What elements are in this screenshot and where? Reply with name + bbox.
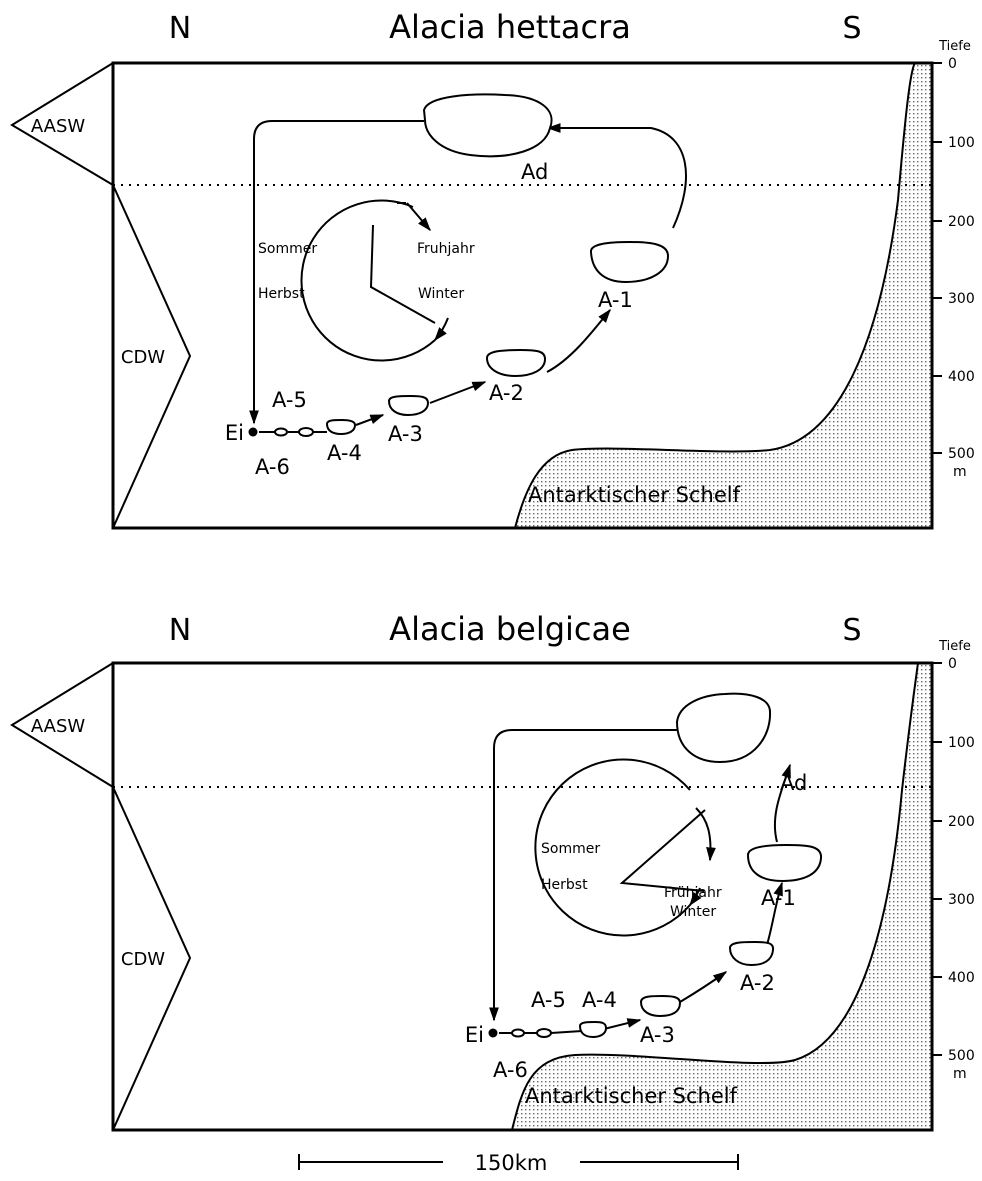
season-spring: Frühjahr [664, 885, 722, 901]
season-summer: Sommer [541, 841, 600, 857]
depth-axis-title: Tiefe [938, 639, 971, 654]
depth-unit: m [953, 1066, 967, 1082]
cdw-label: CDW [121, 347, 165, 368]
stage-shapes [511, 692, 822, 1039]
depth-tick-label: 200 [948, 814, 975, 830]
depth-ticks [932, 62, 942, 454]
depth-tick-label: 0 [948, 56, 957, 72]
season-summer: Sommer [258, 241, 317, 257]
section-frame [111, 661, 934, 1132]
migration-path [249, 120, 687, 433]
panel-hettacra: N Alacia hettacra S AASW CDW Tiefe 0 100… [10, 8, 975, 530]
depth-tick-label: 500 [948, 446, 975, 462]
aasw-label: AASW [31, 116, 86, 137]
egg-dot [248, 427, 258, 437]
stage-label-a1: A-1 [598, 288, 633, 312]
a4-shape [578, 1020, 608, 1039]
depth-tick-label: 400 [948, 369, 975, 385]
adult-shape [675, 692, 772, 764]
species-title: Alacia hettacra [389, 8, 631, 46]
stage-label-a5: A-5 [531, 988, 566, 1012]
cdw-profile [112, 786, 192, 1131]
season-winter: Winter [418, 286, 464, 302]
shelf-outline [511, 662, 919, 1131]
stage-label-adult: Ad [780, 771, 807, 795]
stage-label-a6: A-6 [493, 1058, 528, 1082]
season-autumn: Herbst [541, 877, 588, 893]
stage-label-a5: A-5 [272, 388, 307, 412]
stage-shapes [274, 93, 670, 437]
panel-belgicae: N Alacia belgicae S AASW CDW Tiefe 0 100… [10, 610, 975, 1132]
depth-tick-label: 400 [948, 970, 975, 986]
scale-bar-label: 150km [475, 1151, 548, 1175]
depth-tick-label: 100 [948, 735, 975, 751]
cdw-label: CDW [121, 949, 165, 970]
shelf-label: Antarktischer Schelf [525, 1084, 738, 1108]
adult-shape [422, 93, 553, 158]
south-label: S [842, 613, 861, 648]
season-autumn: Herbst [258, 286, 305, 302]
section-frame [111, 61, 934, 530]
species-title: Alacia belgicae [389, 610, 631, 648]
aasw-profile [10, 662, 114, 788]
cdw-profile [112, 184, 192, 529]
stage-label-a2: A-2 [489, 381, 524, 405]
depth-tick-label: 0 [948, 656, 957, 672]
a5-shape [298, 427, 314, 437]
stage-label-egg: Ei [225, 421, 244, 445]
aasw-profile [10, 62, 114, 186]
aasw-label: AASW [31, 716, 86, 737]
stage-label-a1: A-1 [761, 886, 796, 910]
a3-shape [387, 394, 430, 417]
stage-label-adult: Ad [521, 160, 548, 184]
depth-axis-title: Tiefe [938, 39, 971, 54]
depth-tick-label: 200 [948, 214, 975, 230]
antarctic-shelf [512, 663, 932, 1130]
a1-shape [746, 843, 822, 883]
a3-shape [639, 994, 682, 1018]
depth-ticks [932, 662, 942, 1056]
a4-shape [325, 418, 357, 436]
stage-label-a3: A-3 [388, 422, 423, 446]
antarctic-shelf [515, 63, 932, 528]
north-label: N [169, 613, 191, 648]
season-winter: Winter [670, 904, 716, 920]
a1-shape [590, 240, 670, 284]
south-label: S [842, 11, 861, 46]
a6-shape [511, 1028, 525, 1038]
stage-label-a2: A-2 [740, 971, 775, 995]
scale-bar [298, 1154, 739, 1170]
a2-shape [728, 940, 775, 967]
season-spring: Fruhjahr [417, 241, 475, 257]
stage-label-a4: A-4 [582, 988, 617, 1012]
season-clock [300, 199, 449, 362]
stage-label-a6: A-6 [255, 455, 290, 479]
a5-shape [536, 1028, 552, 1038]
depth-unit: m [953, 464, 967, 480]
a2-shape [485, 348, 547, 378]
north-label: N [169, 11, 191, 46]
depth-tick-label: 300 [948, 291, 975, 307]
egg-dot [488, 1028, 498, 1038]
depth-tick-label: 300 [948, 892, 975, 908]
stage-label-a4: A-4 [327, 441, 362, 465]
shelf-outline [514, 62, 916, 529]
stage-label-a3: A-3 [640, 1023, 675, 1047]
stage-label-egg: Ei [465, 1023, 484, 1047]
depth-tick-label: 100 [948, 135, 975, 151]
a6-shape [274, 427, 288, 437]
season-clock [534, 758, 716, 937]
shelf-label: Antarktischer Schelf [528, 483, 741, 507]
depth-tick-label: 500 [948, 1048, 975, 1064]
